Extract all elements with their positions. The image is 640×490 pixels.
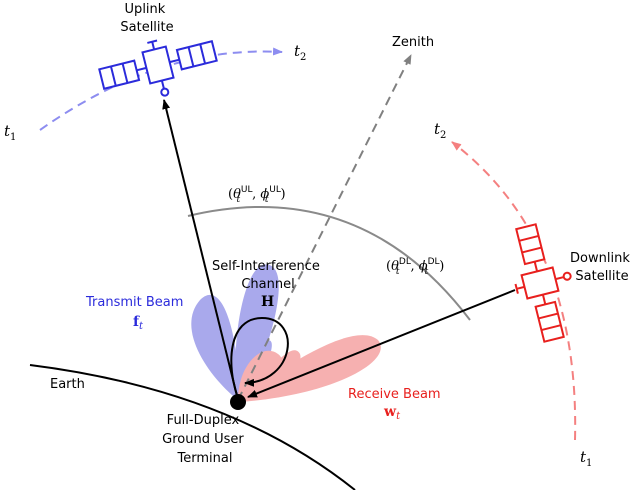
- zenith-label: Zenith: [392, 35, 434, 50]
- downlink-satellite-icon: [514, 223, 572, 343]
- uplink-satellite-icon: [98, 39, 218, 97]
- self-interference-loop: [230, 316, 289, 399]
- downlink-trajectory: [451, 141, 577, 441]
- zenith-arrow: [237, 54, 412, 401]
- ground-terminal-dot: [230, 394, 246, 410]
- downlink-arrow: [247, 289, 516, 398]
- uplink-t2-label: t2: [294, 42, 306, 63]
- uplink-satellite-label: Uplink Satellite: [120, 2, 173, 35]
- downlink-t2-label: t2: [434, 120, 446, 141]
- earth-label: Earth: [50, 377, 85, 392]
- channel-symbol: H: [261, 294, 274, 310]
- transmit-symbol: ft: [133, 314, 144, 332]
- self-interference-label: Self-Interference Channel: [212, 259, 324, 292]
- downlink-t1-label: t1: [580, 448, 592, 469]
- angle-arc: [187, 205, 471, 321]
- earth-surface-curve: [29, 364, 356, 490]
- downlink-satellite-label: Downlink Satellite: [570, 251, 634, 284]
- uplink-t1-label: t1: [4, 122, 16, 143]
- receive-symbol: wt: [383, 404, 401, 422]
- uplink-arrow: [162, 99, 239, 401]
- transmit-beam-label: Transmit Beam: [85, 295, 183, 310]
- receive-beam-label: Receive Beam: [348, 387, 441, 402]
- terminal-label: Full-Duplex Ground User Terminal: [162, 413, 248, 466]
